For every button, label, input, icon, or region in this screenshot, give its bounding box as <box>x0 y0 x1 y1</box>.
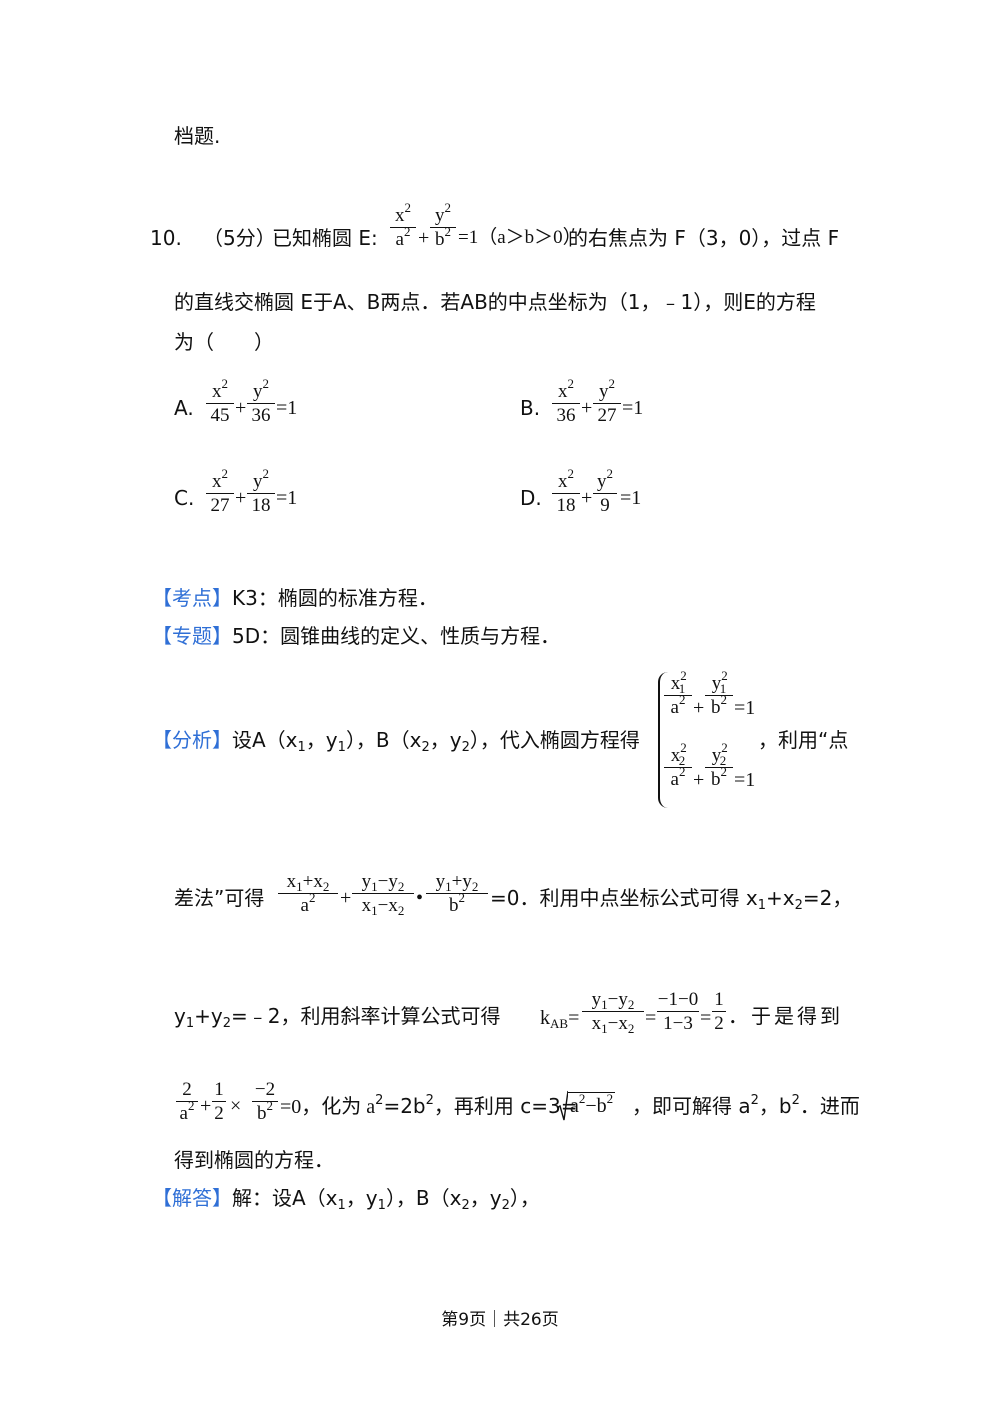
option-tail: =1 <box>276 487 298 509</box>
fenxi-row-2-tail: =0．利用中点坐标公式可得 x1+x2=2， <box>490 886 853 913</box>
kab: kAB= <box>540 1007 580 1031</box>
stem-fraction-x: x2 a2 <box>390 201 416 249</box>
zhuanti-tag: 【专题】 <box>152 624 232 648</box>
fenxi-tag: 【分析】 <box>152 728 232 752</box>
fenxi-row-4: =0，化为 a2=2b2，再利用 c=3= <box>280 1093 578 1118</box>
zhuanti-text: 5D：圆锥曲线的定义、性质与方程． <box>232 624 561 648</box>
option-tail: =1 <box>276 397 298 419</box>
jieda-row: 【解答】解：设A（x1，y1），B（x2，y2）， <box>152 1186 540 1213</box>
fenxi-row-4-tail: ，即可解得 a2，b2．进而 <box>632 1093 860 1118</box>
fenxi-row-1: 【分析】设A（x1，y1），B（x2，y2），代入椭圆方程得 <box>152 728 640 755</box>
sqrt-icon <box>556 1090 569 1121</box>
jieda-tag: 【解答】 <box>152 1186 232 1210</box>
sqrt-expression: a2−b2 <box>556 1090 616 1122</box>
question-stem-2: 的右焦点为 F（3，0），过点 F <box>568 226 840 250</box>
zhuanti-row: 【专题】5D：圆锥曲线的定义、性质与方程． <box>152 626 560 646</box>
option-label: D. <box>520 486 542 510</box>
times-sign: × <box>230 1095 242 1117</box>
option-tail: =1 <box>622 397 644 419</box>
previous-answer-tail: 档题. <box>174 124 221 148</box>
option-label: A. <box>174 396 194 420</box>
option-label: C. <box>174 486 195 510</box>
option-label: B. <box>520 396 541 420</box>
question-number: 10. <box>150 226 182 250</box>
page-footer: 第9页｜共26页 <box>441 1310 559 1330</box>
fenxi-row-5: 得到椭圆的方程． <box>174 1148 334 1172</box>
kaodian-tag: 【考点】 <box>152 586 232 610</box>
fenxi-row-3-tail: ．于是得到 <box>728 1004 843 1028</box>
question-score: （5分） <box>203 226 276 250</box>
fenxi-row-2-head: 差法”可得 <box>174 886 265 910</box>
system-eq-1: =1 <box>734 697 756 719</box>
system-eq-2: =1 <box>734 769 756 791</box>
question-stem-3: 的直线交椭圆 E于A、B两点．若AB的中点坐标为（1，﹣1），则E的方程 <box>174 290 816 314</box>
question-stem-4: 为（ ） <box>174 330 274 354</box>
system-brace <box>658 672 670 808</box>
stem-condition: =1（a＞b＞0） <box>458 227 582 248</box>
stem-fraction-y: y2 b2 <box>430 201 456 249</box>
question-stem-1: 已知椭圆 E: <box>272 226 378 250</box>
fenxi-row-1-tail: ，利用“点 <box>758 728 849 752</box>
fenxi-row-3-head: y1+y2=﹣2，利用斜率计算公式可得 <box>174 1004 501 1031</box>
option-tail: =1 <box>620 487 642 509</box>
kaodian-row: 【考点】K3：椭圆的标准方程． <box>152 588 438 608</box>
kaodian-text: K3：椭圆的标准方程． <box>232 586 438 610</box>
